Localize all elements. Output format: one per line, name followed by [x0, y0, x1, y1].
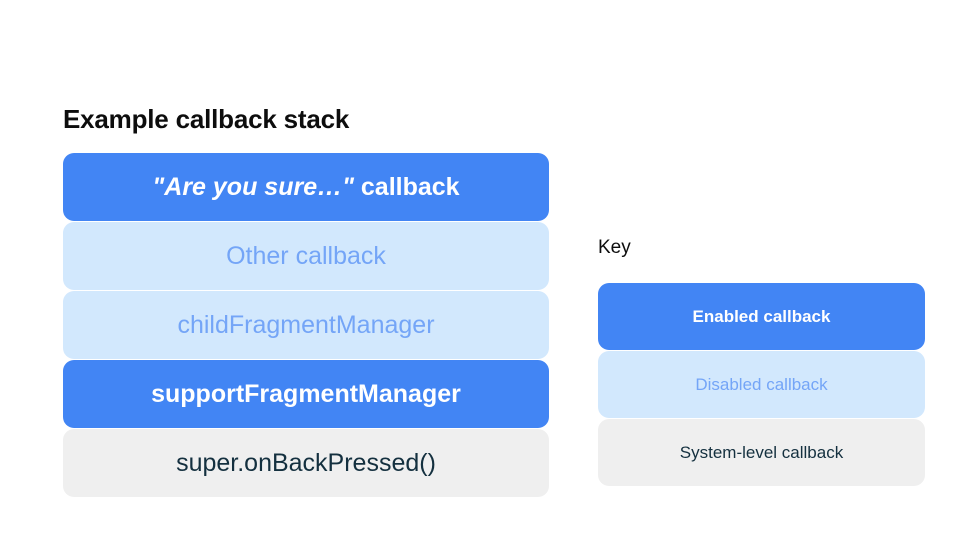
- key-item-enabled-callback: Enabled callback: [598, 283, 925, 350]
- callback-stack-list: "Are you sure…" callback Other callback …: [63, 153, 549, 497]
- key-section: Key Enabled callback Disabled callback S…: [598, 236, 925, 486]
- callback-bar-label: Other callback: [226, 242, 386, 270]
- key-legend-list: Enabled callback Disabled callback Syste…: [598, 283, 925, 486]
- key-item-disabled-callback: Disabled callback: [598, 351, 925, 418]
- callback-bar-label: "Are you sure…" callback: [152, 172, 459, 202]
- key-item-label: Disabled callback: [695, 374, 828, 394]
- callback-bar-other-callback: Other callback: [63, 222, 549, 290]
- callback-bar-label: childFragmentManager: [177, 311, 435, 339]
- callback-bar-super-on-back-pressed: super.onBackPressed(): [63, 429, 549, 497]
- page-title: Example callback stack: [63, 104, 350, 134]
- callback-bar-are-you-sure: "Are you sure…" callback: [63, 153, 549, 221]
- callback-bar-label: supportFragmentManager: [151, 380, 461, 408]
- callback-stack-section: Example callback stack "Are you sure…" c…: [63, 103, 549, 497]
- key-item-system-level-callback: System-level callback: [598, 419, 925, 486]
- callback-bar-label: super.onBackPressed(): [176, 449, 436, 477]
- callback-label-quoted-fragment: "Are you sure…": [152, 173, 354, 201]
- key-item-label: Enabled callback: [692, 306, 831, 326]
- key-title: Key: [598, 237, 631, 258]
- callback-bar-child-fragment-manager: childFragmentManager: [63, 291, 549, 359]
- callback-label-plain-fragment: callback: [353, 173, 460, 201]
- callback-bar-support-fragment-manager: supportFragmentManager: [63, 360, 549, 428]
- key-item-label: System-level callback: [679, 442, 844, 462]
